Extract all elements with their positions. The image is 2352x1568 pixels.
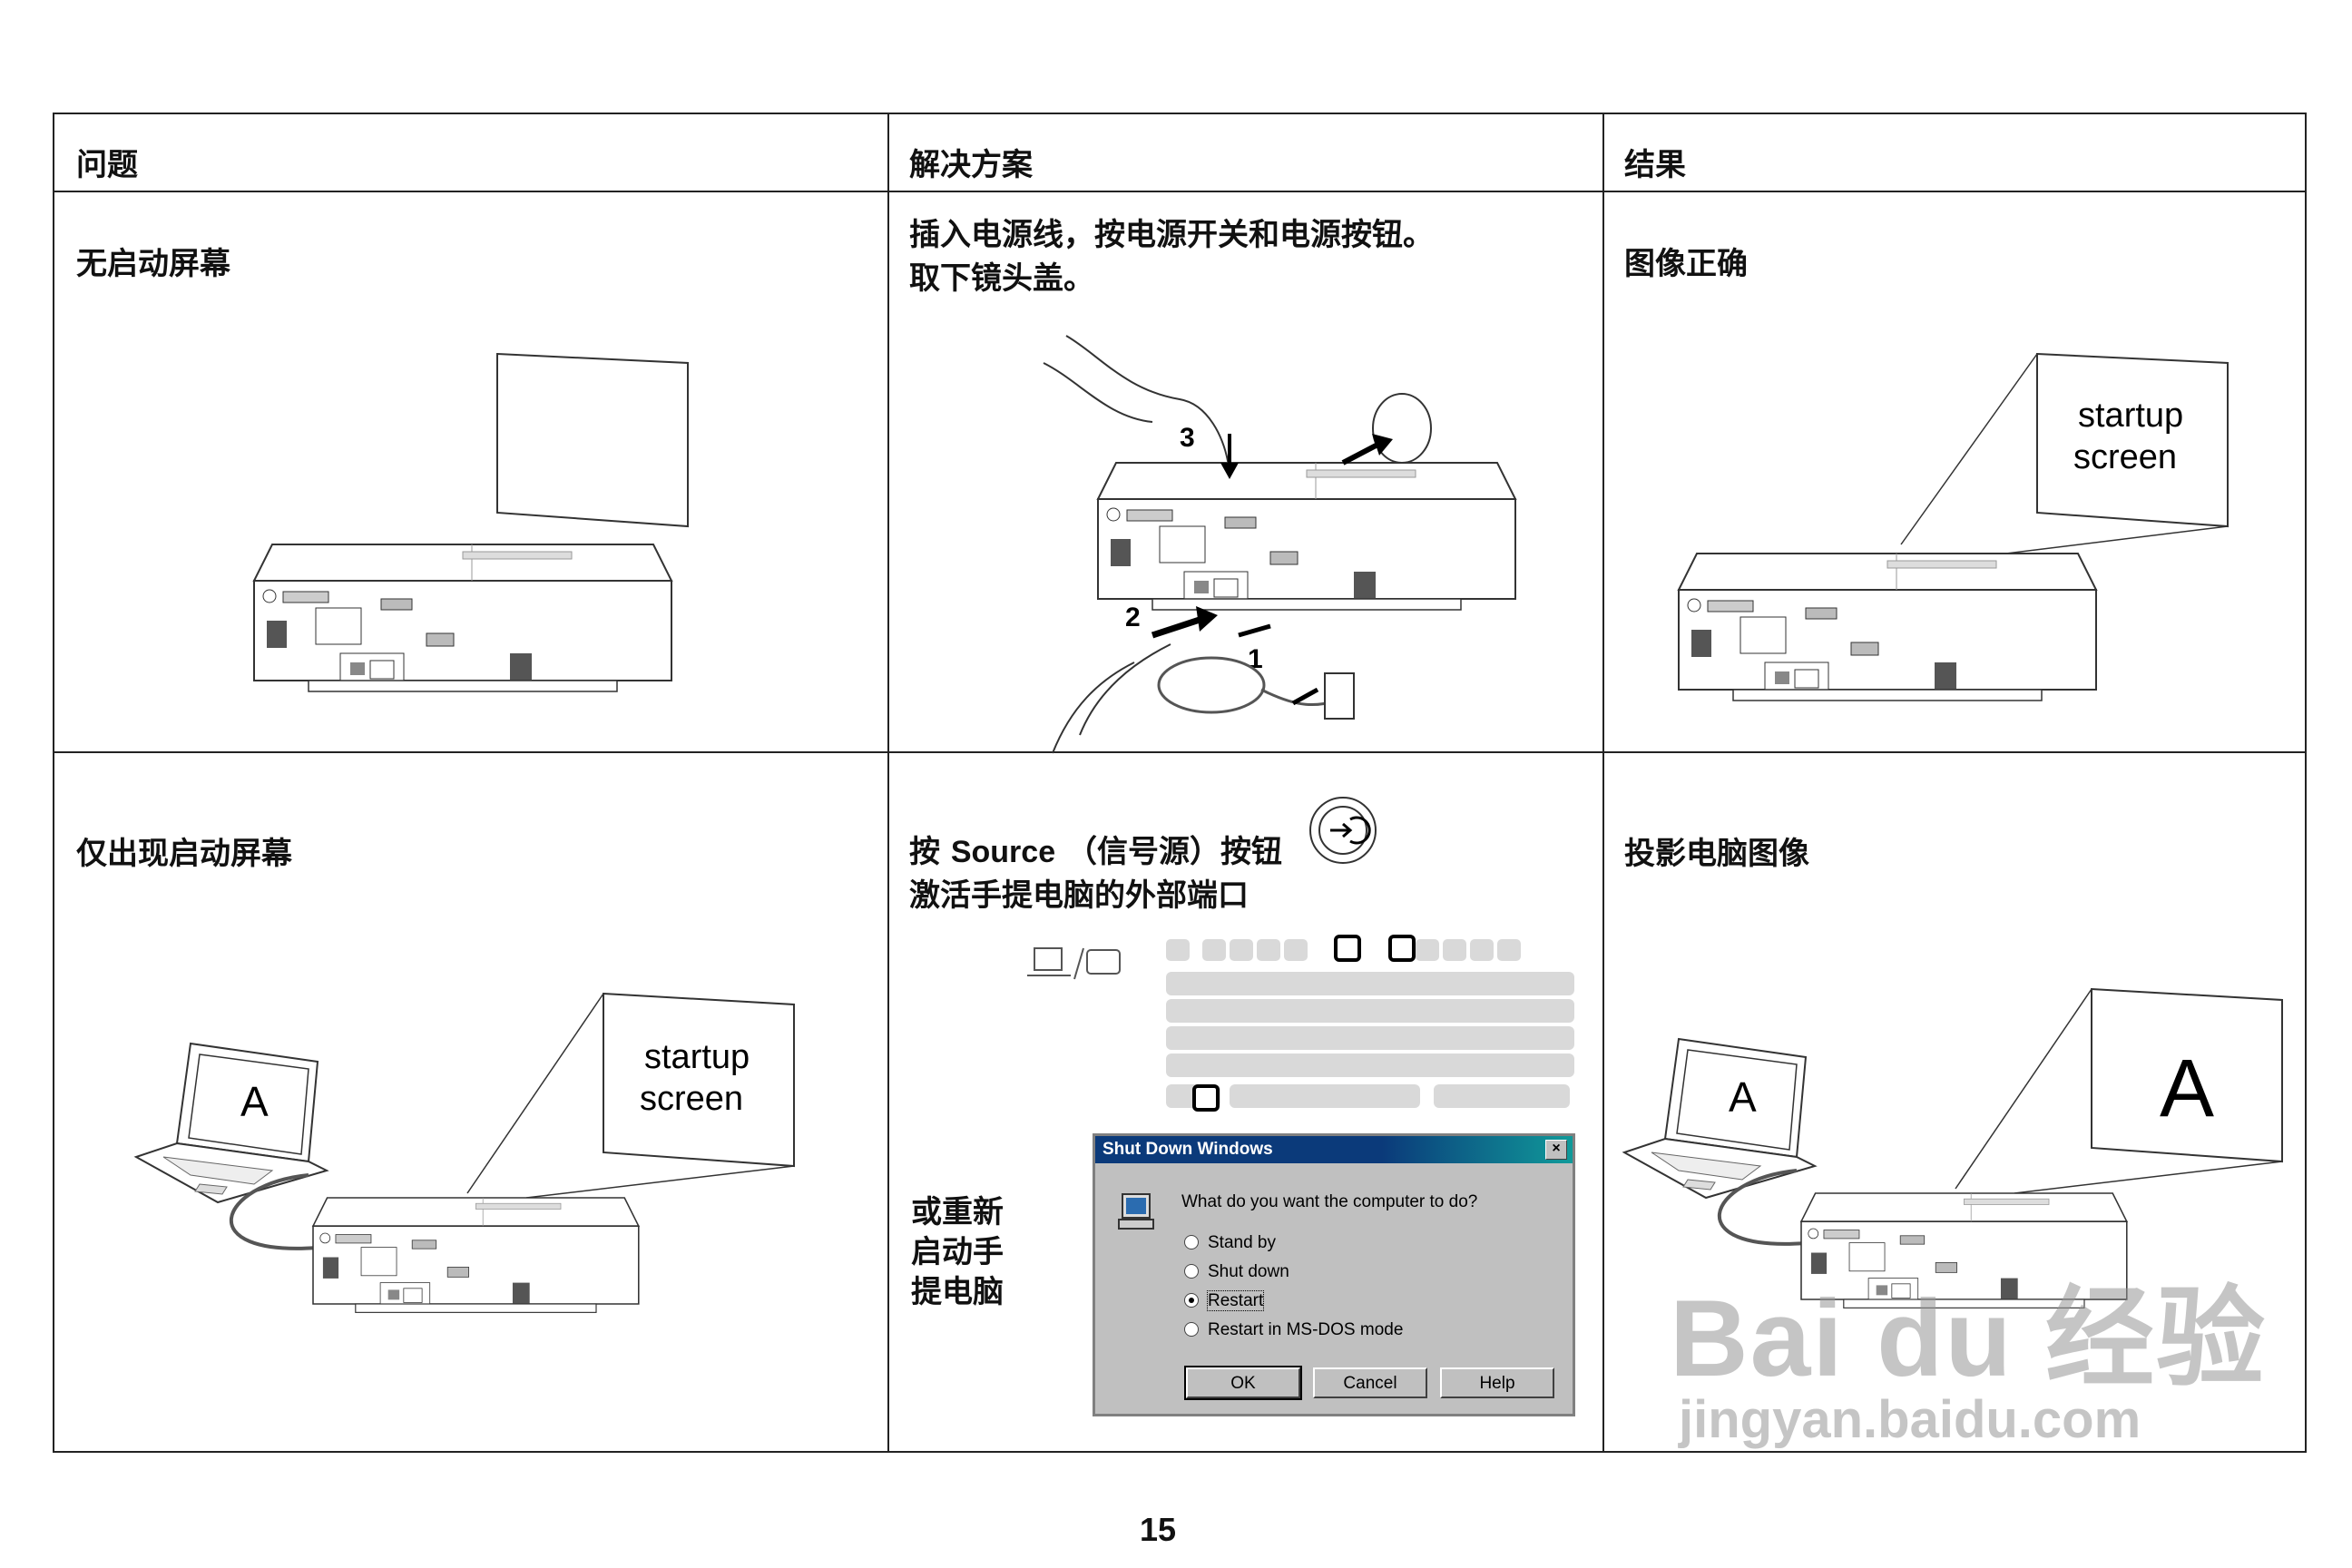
row2-solution-suffix: （信号源）按钮 bbox=[1065, 834, 1282, 870]
laptop-startup-illustration: A startup screen bbox=[135, 992, 795, 1314]
row2-solution-prefix: 按 bbox=[909, 834, 940, 870]
option-restart-ms-dos[interactable]: Restart in MS-DOS mode bbox=[1184, 1320, 1403, 1340]
monitor-toggle-icon bbox=[1027, 947, 1121, 980]
source-keyword: Source bbox=[950, 835, 1056, 869]
header-problem: 问题 bbox=[76, 147, 138, 183]
page-number: 15 bbox=[1140, 1511, 1177, 1548]
watermark-url: jingyan.baidu.com bbox=[1679, 1390, 2141, 1449]
troubleshooting-table: 问题 解决方案 结果 无启动屏幕 插入电源线，按电源开关和电源按钮。 取下镜头盖… bbox=[53, 113, 2307, 1453]
laptop-screen-letter: A bbox=[1729, 1073, 1757, 1121]
dialog-title-bar: Shut Down Windows × bbox=[1095, 1136, 1573, 1163]
laptop-screen-letter: A bbox=[240, 1078, 269, 1125]
column-divider bbox=[1602, 114, 1604, 1451]
ok-button[interactable]: OK bbox=[1184, 1366, 1302, 1400]
function-key-highlight bbox=[1192, 935, 1416, 1112]
keyboard bbox=[1166, 939, 1574, 1108]
option-stand-by[interactable]: Stand by bbox=[1184, 1233, 1276, 1253]
projected-computer-image-illustration: A A bbox=[1623, 987, 2283, 1309]
startup-text-line1: startup bbox=[644, 1038, 750, 1076]
step-3-label: 3 bbox=[1180, 423, 1195, 453]
cancel-button[interactable]: Cancel bbox=[1313, 1367, 1427, 1398]
radio-icon[interactable] bbox=[1184, 1264, 1199, 1279]
dialog-question: What do you want the computer to do? bbox=[1181, 1192, 1478, 1211]
projected-letter: A bbox=[2160, 1044, 2214, 1134]
baidu-jingyan-watermark: Bai du 经验 jingyan.baidu.com bbox=[1670, 1284, 2267, 1447]
option-restart[interactable]: Restart bbox=[1184, 1290, 1265, 1311]
startup-screen-illustration: startup screen bbox=[1678, 352, 2229, 701]
power-on-illustration: 3 2 1 bbox=[1043, 335, 1516, 754]
wall-outlet bbox=[1324, 672, 1355, 720]
radio-icon[interactable] bbox=[1184, 1235, 1199, 1250]
radio-selected-icon[interactable] bbox=[1184, 1293, 1199, 1308]
radio-icon[interactable] bbox=[1184, 1322, 1199, 1337]
row2-solution-alt-3: 提电脑 bbox=[911, 1274, 1004, 1310]
startup-text-line2: screen bbox=[2073, 438, 2177, 476]
row1-result: 图像正确 bbox=[1624, 246, 1748, 282]
source-button-keyboard-illustration bbox=[1027, 797, 1574, 1112]
row1-solution-line2: 取下镜头盖。 bbox=[909, 260, 1094, 297]
row-divider bbox=[54, 751, 2305, 753]
header-result: 结果 bbox=[1624, 147, 1686, 183]
row2-problem: 仅出现启动屏幕 bbox=[76, 836, 292, 872]
shut-down-windows-dialog: Shut Down Windows × What do you want the… bbox=[1093, 1133, 1575, 1416]
row2-result: 投影电脑图像 bbox=[1624, 836, 1809, 872]
computer-icon bbox=[1118, 1193, 1154, 1230]
startup-text-line2: screen bbox=[640, 1080, 743, 1118]
step-2-label: 2 bbox=[1125, 603, 1141, 632]
row2-solution-alt-2: 启动手 bbox=[911, 1234, 1004, 1270]
help-button[interactable]: Help bbox=[1440, 1367, 1554, 1398]
projector-blank-screen-illustration bbox=[253, 352, 689, 692]
row1-problem: 无启动屏幕 bbox=[76, 246, 230, 282]
close-icon[interactable]: × bbox=[1545, 1140, 1567, 1160]
column-divider bbox=[887, 114, 889, 1451]
row2-solution-line2: 激活手提电脑的外部端口 bbox=[909, 877, 1249, 914]
startup-text-line1: startup bbox=[2078, 397, 2183, 435]
dialog-title: Shut Down Windows bbox=[1102, 1140, 1273, 1159]
option-shut-down[interactable]: Shut down bbox=[1184, 1262, 1289, 1282]
row2-solution-line1: 按 Source （信号源）按钮 bbox=[909, 829, 1282, 875]
row2-solution-alt-1: 或重新 bbox=[911, 1194, 1004, 1230]
header-solution: 解决方案 bbox=[909, 147, 1033, 183]
row1-solution-line1: 插入电源线，按电源开关和电源按钮。 bbox=[909, 217, 1434, 253]
header-divider bbox=[54, 191, 2305, 192]
watermark-main: Bai du 经验 bbox=[1670, 1278, 2268, 1399]
